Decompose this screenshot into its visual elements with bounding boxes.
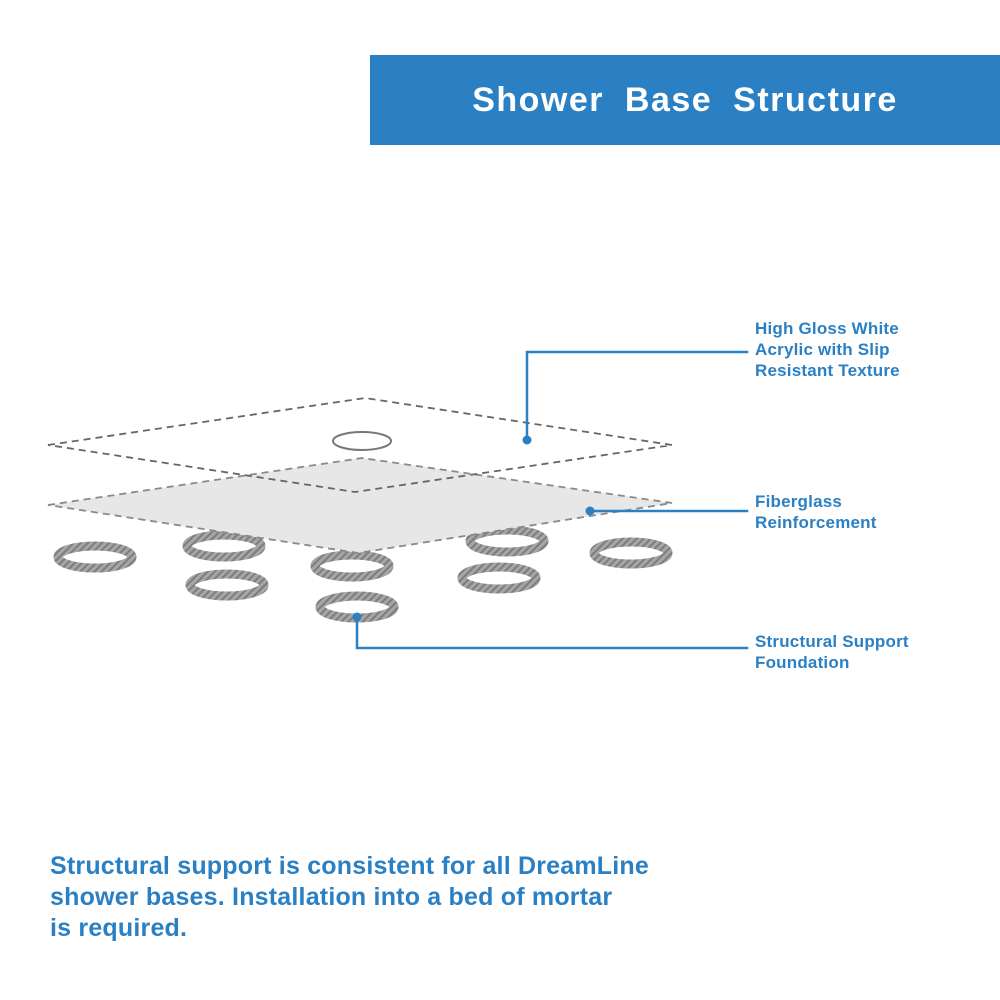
callout-acrylic-line-2: Acrylic with Slip <box>755 340 890 359</box>
footer-line-1: Structural support is consistent for all… <box>50 852 650 880</box>
callout-line-acrylic <box>525 350 749 439</box>
callout-dot-acrylic <box>522 435 532 445</box>
support-ring <box>457 562 541 594</box>
drain-hole <box>332 431 392 451</box>
footer-line-3: is required. <box>50 914 188 942</box>
callout-foundation-line-1: Structural Support <box>755 632 909 651</box>
footer-note: Structural support is consistent for all… <box>50 851 730 944</box>
support-ring <box>589 537 673 569</box>
callout-dot-fiberglass <box>585 506 595 516</box>
callout-line-foundation <box>355 616 749 650</box>
support-ring <box>310 550 394 582</box>
callout-foundation-line-2: Foundation <box>755 653 850 672</box>
callout-acrylic-line-1: High Gloss White <box>755 319 899 338</box>
callout-fiberglass-line-1: Fiberglass <box>755 492 843 511</box>
header-banner: Shower Base Structure <box>370 55 1000 145</box>
support-ring <box>185 569 269 601</box>
callout-acrylic-label: High Gloss White Acrylic with Slip Resis… <box>755 318 900 381</box>
callout-foundation-label: Structural Support Foundation <box>755 631 909 673</box>
support-ring <box>182 530 266 562</box>
callout-dot-foundation <box>352 612 362 622</box>
footer-line-2: shower bases. Installation into a bed of… <box>50 883 613 911</box>
fiberglass-layer <box>47 457 673 554</box>
callout-fiberglass-line-2: Reinforcement <box>755 513 877 532</box>
callout-fiberglass-label: Fiberglass Reinforcement <box>755 491 877 533</box>
support-ring <box>53 541 137 573</box>
page-title: Shower Base Structure <box>472 80 898 119</box>
callout-acrylic-line-3: Resistant Texture <box>755 361 900 380</box>
